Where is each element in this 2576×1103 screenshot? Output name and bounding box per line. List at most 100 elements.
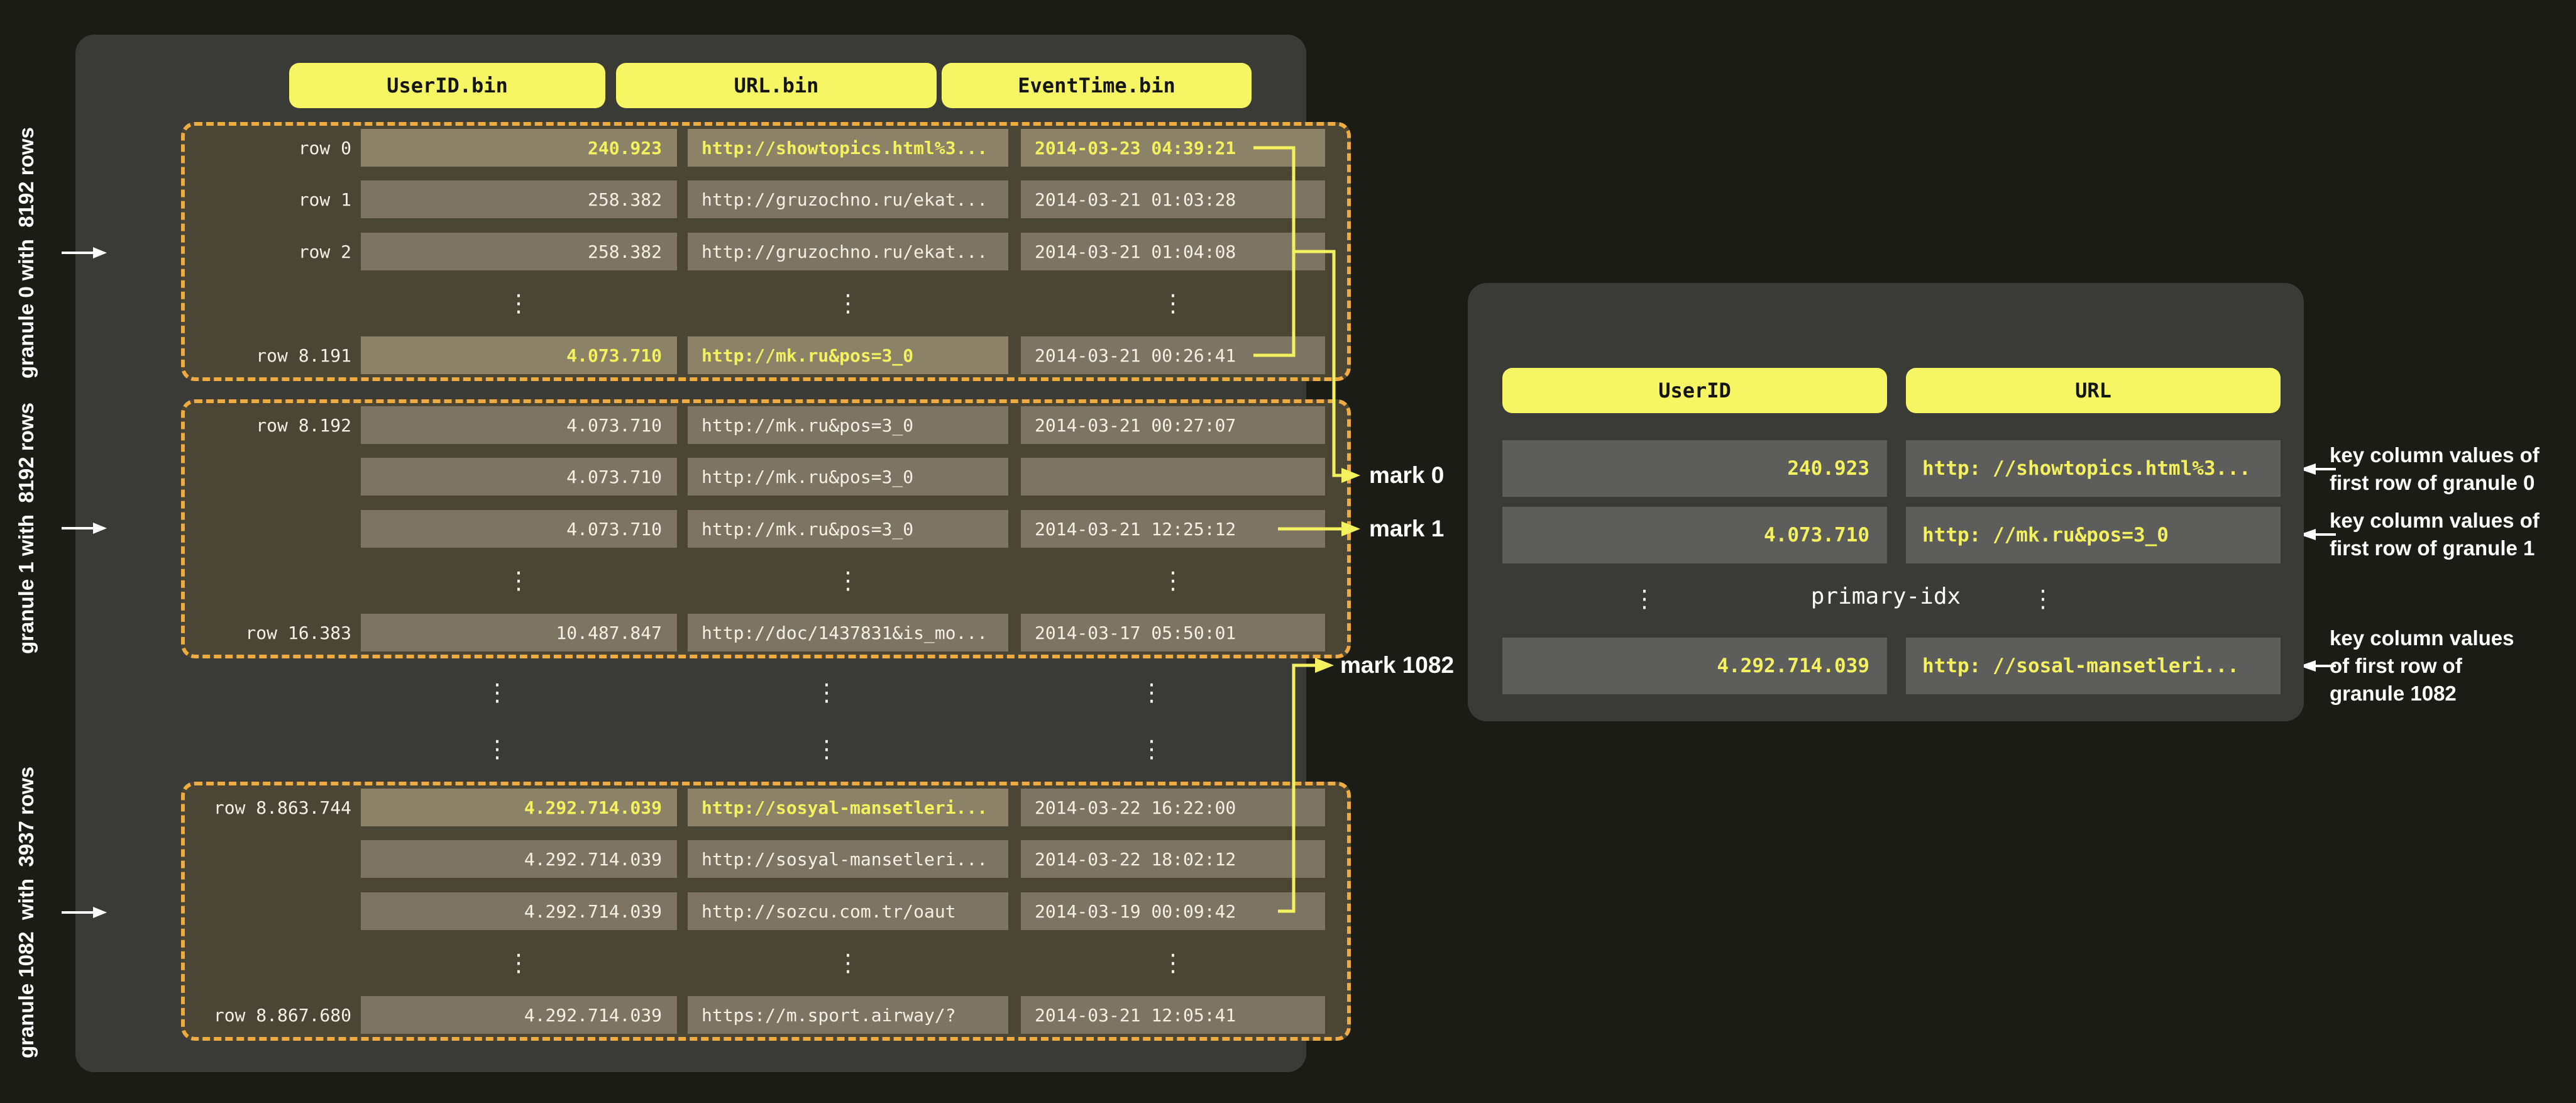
index-column-header-userid: UserID bbox=[1502, 368, 1887, 413]
granule-1-ellipsis-1: ⋮ bbox=[836, 567, 860, 594]
index-url-cell: http: //sosal-mansetleri... bbox=[1906, 638, 2281, 694]
url-cell: http://mk.ru&pos=3_0 bbox=[688, 406, 1008, 444]
eventtime-cell: 2014-03-21 01:04:08 bbox=[1021, 233, 1325, 270]
between-granules-ellipsis-1-0: ⋮ bbox=[485, 735, 509, 763]
mark1082-arrowhead bbox=[1315, 658, 1334, 673]
table-row: row 8.192 4.073.710 http://mk.ru&pos=3_0 20… bbox=[185, 406, 1347, 444]
eventtime-cell: 2014-03-21 12:05:41 bbox=[1021, 996, 1325, 1034]
annotation-line: key column values of bbox=[2330, 509, 2540, 532]
primary-index-title: primary-idx bbox=[1810, 584, 1961, 609]
between-granules-ellipsis-0-1: ⋮ bbox=[815, 679, 839, 706]
eventtime-cell: 2014-03-22 16:22:00 bbox=[1021, 789, 1325, 826]
userid-cell: 4.292.714.039 bbox=[361, 996, 677, 1034]
table-row: row 0 240.923 http://showtopics.html%3... 2… bbox=[185, 129, 1347, 167]
row-label bbox=[195, 510, 351, 548]
url-cell: http://doc/1437831&is_mo... bbox=[688, 614, 1008, 651]
annotation-line: key column values of bbox=[2330, 443, 2540, 467]
row-label: row 8.192 bbox=[256, 414, 351, 436]
userid-cell: 4.292.714.039 bbox=[361, 789, 677, 826]
granule-2-ellipsis-0: ⋮ bbox=[507, 949, 531, 977]
annotation-line: of first row of bbox=[2330, 654, 2462, 677]
mark-label-1: mark 1 bbox=[1369, 516, 1445, 541]
userid-cell: 240.923 bbox=[361, 129, 677, 167]
row-label bbox=[195, 840, 351, 878]
row-label: row 8.867.680 bbox=[213, 1004, 351, 1026]
table-row: row 8.191 4.073.710 http://mk.ru&pos=3_0 20… bbox=[185, 336, 1347, 374]
index-ellipsis-1: ⋮ bbox=[2031, 585, 2055, 612]
table-row: row 8.867.680 4.292.714.039 https://m.spor… bbox=[185, 996, 1347, 1034]
userid-cell: 4.073.710 bbox=[361, 406, 677, 444]
url-cell: http://sosyal-mansetleri... bbox=[688, 840, 1008, 878]
row-label bbox=[195, 458, 351, 496]
url-cell: http://showtopics.html%3... bbox=[688, 129, 1008, 167]
annotation-granule-key-values-0: key column values of first row of granule… bbox=[2330, 441, 2540, 497]
row-label: row 2 bbox=[298, 241, 351, 262]
granule-1-side-label: granule 1 with 8192 rows bbox=[14, 402, 38, 654]
url-cell: http://mk.ru&pos=3_0 bbox=[688, 458, 1008, 496]
row-label: row 0 bbox=[298, 137, 351, 158]
url-cell: http://sosyal-mansetleri... bbox=[688, 789, 1008, 826]
userid-cell: 4.292.714.039 bbox=[361, 840, 677, 878]
table-row: row 16.383 10.487.847 http://doc/1437831&i… bbox=[185, 614, 1347, 651]
userid-cell: 258.382 bbox=[361, 180, 677, 218]
between-granules-ellipsis-1-1: ⋮ bbox=[815, 735, 839, 763]
row-label bbox=[195, 892, 351, 930]
index-userid-cell: 240.923 bbox=[1502, 440, 1887, 497]
between-granules-ellipsis-0-2: ⋮ bbox=[1140, 679, 1164, 706]
granule-1-ellipsis-2: ⋮ bbox=[1161, 567, 1185, 594]
annotation-line: granule 1082 bbox=[2330, 682, 2457, 705]
eventtime-cell: 2014-03-21 00:27:07 bbox=[1021, 406, 1325, 444]
url-cell: http://mk.ru&pos=3_0 bbox=[688, 336, 1008, 374]
annotation-line: first row of granule 0 bbox=[2330, 471, 2535, 494]
table-row: 4.292.714.039 http://sozcu.com.tr/oaut 201… bbox=[185, 892, 1347, 930]
userid-cell: 4.073.710 bbox=[361, 510, 677, 548]
eventtime-cell: 2014-03-17 05:50:01 bbox=[1021, 614, 1325, 651]
eventtime-cell: 2014-03-23 04:39:21 bbox=[1021, 129, 1325, 167]
column-header-url-bin: URL.bin bbox=[616, 63, 937, 108]
eventtime-cell: 2014-03-19 00:09:42 bbox=[1021, 892, 1325, 930]
url-cell: https://m.sport.airway/? bbox=[688, 996, 1008, 1034]
between-granules-ellipsis-0-0: ⋮ bbox=[485, 679, 509, 706]
annotation-granule-key-values-1: key column values of first row of granule… bbox=[2330, 507, 2540, 562]
granule-2-ellipsis-1: ⋮ bbox=[836, 949, 860, 977]
table-row: row 2 258.382 http://gruzochno.ru/ekat... 2… bbox=[185, 233, 1347, 270]
userid-cell: 4.073.710 bbox=[361, 336, 677, 374]
row-label: row 8.191 bbox=[256, 345, 351, 366]
userid-cell: 10.487.847 bbox=[361, 614, 677, 651]
index-url-cell: http: //mk.ru&pos=3_0 bbox=[1906, 507, 2281, 563]
mark-label-0: mark 0 bbox=[1369, 462, 1445, 488]
table-row: 4.292.714.039 http://sosyal-mansetleri...… bbox=[185, 840, 1347, 878]
index-url-cell: http: //showtopics.html%3... bbox=[1906, 440, 2281, 497]
eventtime-cell: 2014-03-21 00:26:41 bbox=[1021, 336, 1325, 374]
column-header-userid-bin: UserID.bin bbox=[289, 63, 605, 108]
table-row: 4.073.710 http://mk.ru&pos=3_0 bbox=[185, 458, 1347, 496]
url-cell: http://gruzochno.ru/ekat... bbox=[688, 233, 1008, 270]
url-cell: http://sozcu.com.tr/oaut bbox=[688, 892, 1008, 930]
url-cell: http://gruzochno.ru/ekat... bbox=[688, 180, 1008, 218]
index-ellipsis-0: ⋮ bbox=[1632, 585, 1656, 612]
row-label: row 16.383 bbox=[245, 622, 351, 643]
granule-0-ellipsis-1: ⋮ bbox=[836, 289, 860, 317]
userid-cell: 4.292.714.039 bbox=[361, 892, 677, 930]
eventtime-cell: 2014-03-22 18:02:12 bbox=[1021, 840, 1325, 878]
userid-cell: 258.382 bbox=[361, 233, 677, 270]
granule-box-0: row 0 240.923 http://showtopics.html%3... 2… bbox=[181, 122, 1351, 381]
row-label: row 1 bbox=[298, 189, 351, 210]
granule-1-ellipsis-0: ⋮ bbox=[507, 567, 531, 594]
annotation-line: first row of granule 1 bbox=[2330, 536, 2535, 560]
granule-1082-side-label: granule 1082 with 3937 rows bbox=[14, 766, 38, 1059]
between-granules-ellipsis-1-2: ⋮ bbox=[1140, 735, 1164, 763]
index-userid-cell: 4.073.710 bbox=[1502, 507, 1887, 563]
userid-cell: 4.073.710 bbox=[361, 458, 677, 496]
granule-2-ellipsis-2: ⋮ bbox=[1161, 949, 1185, 977]
mark-label-1082: mark 1082 bbox=[1340, 652, 1455, 678]
granule-0-ellipsis-2: ⋮ bbox=[1161, 289, 1185, 317]
